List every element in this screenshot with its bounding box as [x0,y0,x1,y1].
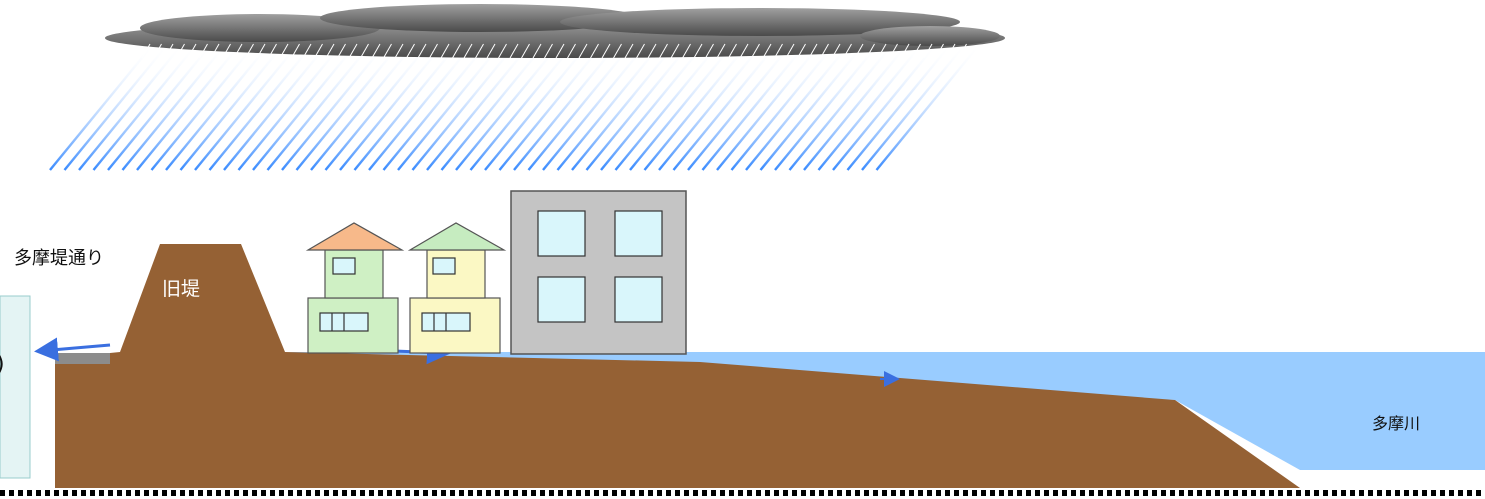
road-label: 多摩堤通り [14,244,104,270]
rain-streak [630,48,730,170]
rain-streak [674,48,774,170]
rain-streak [152,48,252,170]
rain-streak [297,48,397,170]
rain-streak [645,48,745,170]
rain-streak [369,48,469,170]
rain-streak [543,48,643,170]
building-icon [511,191,686,354]
rain-streak [761,48,861,170]
rain-streak [703,48,803,170]
flow-arrow-icon-left [40,345,110,351]
left-panel-text: ) [0,352,5,377]
rain-streak [253,48,353,170]
rain-streak [746,48,846,170]
rain-streak [688,48,788,170]
rain-streak [732,48,832,170]
rain-streak [79,48,179,170]
rain-streak [601,48,701,170]
rain-streak [282,48,382,170]
rain-streak [877,48,977,170]
rain-streak [471,48,571,170]
rain-streak [790,48,890,170]
rain-cloud-icon [105,4,1005,58]
rain-streak [108,48,208,170]
rain-streak [717,48,817,170]
rain-streaks [50,48,977,170]
rain-streak [398,48,498,170]
rain-streak [572,48,672,170]
rain-streak [456,48,556,170]
rain-streak [181,48,281,170]
rain-streak [442,48,542,170]
rain-streak [210,48,310,170]
rain-streak [587,48,687,170]
rain-streak [413,48,513,170]
rain-streak [195,48,295,170]
rain-streak [514,48,614,170]
rain-streak [94,48,194,170]
rain-streak [50,48,150,170]
rain-streak [137,48,237,170]
road-surface [55,353,110,364]
rain-streak [862,48,962,170]
house-icon-1 [308,223,402,353]
rain-streak [558,48,658,170]
rain-streak [819,48,919,170]
rain-streak [500,48,600,170]
rain-streak [65,48,165,170]
rain-streak [355,48,455,170]
house-icon-2 [410,223,504,353]
rain-streak [166,48,266,170]
rain-streak [848,48,948,170]
old-levee-label: 旧堤 [162,274,200,301]
rain-streak [224,48,324,170]
rain-streak [659,48,759,170]
rain-streak [340,48,440,170]
rain-streak [427,48,527,170]
rain-streak [123,48,223,170]
rain-streak [775,48,875,170]
rain-streak [311,48,411,170]
left-info-panel [0,296,30,478]
river-label: 多摩川 [1372,410,1420,434]
rain-streak [833,48,933,170]
rain-streak [268,48,368,170]
rain-streak [239,48,339,170]
rain-streak [384,48,484,170]
rain-streak [485,48,585,170]
rain-streak [529,48,629,170]
rain-streak [326,48,426,170]
rain-streak [804,48,904,170]
rain-streak [616,48,716,170]
